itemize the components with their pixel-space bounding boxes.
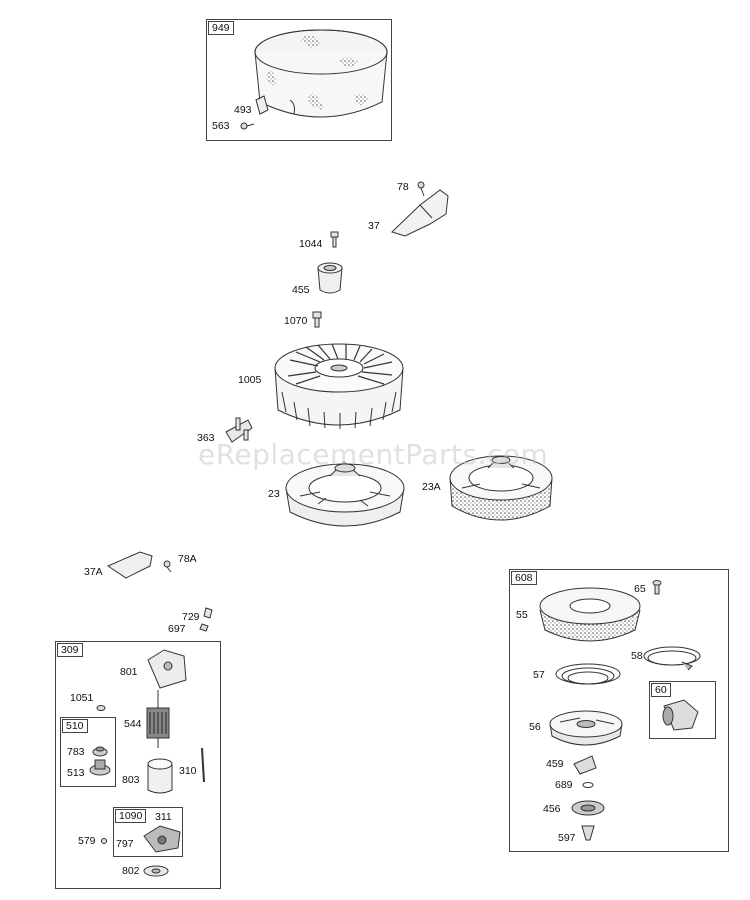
part-label-37: 37 bbox=[368, 220, 380, 232]
part-label-493: 493 bbox=[234, 104, 252, 116]
part-label-1051: 1051 bbox=[70, 692, 94, 704]
part-label-563: 563 bbox=[212, 120, 230, 132]
part-label-579: 579 bbox=[78, 835, 96, 847]
air-filter-949 bbox=[254, 29, 388, 118]
part-label-57: 57 bbox=[533, 669, 545, 681]
rope-58 bbox=[643, 646, 701, 671]
bracket-363 bbox=[225, 417, 253, 443]
part-label-697: 697 bbox=[168, 623, 186, 635]
kit-box-1090 bbox=[113, 807, 183, 857]
part-label-801: 801 bbox=[120, 666, 138, 678]
part-label-363: 363 bbox=[197, 432, 215, 444]
starter-housing-55 bbox=[539, 587, 641, 642]
part-label-56: 56 bbox=[529, 721, 541, 733]
kit-box-949 bbox=[206, 19, 392, 141]
air-guide-37A bbox=[106, 551, 153, 579]
part-label-455: 455 bbox=[292, 284, 310, 296]
kit-number-510: 510 bbox=[62, 719, 88, 733]
part-label-803: 803 bbox=[122, 774, 140, 786]
washer-1051 bbox=[96, 705, 106, 711]
kit-number-309: 309 bbox=[57, 643, 83, 657]
gear-783 bbox=[92, 746, 108, 757]
end-plate-311 bbox=[143, 825, 181, 853]
part-label-78A: 78A bbox=[178, 553, 197, 565]
part-label-1070: 1070 bbox=[284, 315, 308, 327]
kit-box-309 bbox=[55, 641, 221, 889]
housing-803 bbox=[147, 758, 173, 794]
kit-box-60 bbox=[649, 681, 716, 739]
part-label-37A: 37A bbox=[84, 566, 103, 578]
flywheel-23A bbox=[449, 455, 553, 521]
spring-689 bbox=[582, 782, 594, 788]
retainer-456 bbox=[571, 800, 605, 816]
screw-597 bbox=[581, 825, 595, 841]
part-label-729: 729 bbox=[182, 611, 200, 623]
part-label-58: 58 bbox=[631, 650, 643, 662]
part-label-65: 65 bbox=[634, 583, 646, 595]
bolt-65 bbox=[652, 580, 662, 595]
part-label-544: 544 bbox=[124, 718, 142, 730]
screw-563 bbox=[240, 122, 255, 130]
flywheel-fan-1005 bbox=[274, 343, 404, 429]
screw-78 bbox=[417, 181, 425, 197]
bolt-310 bbox=[201, 747, 205, 783]
kit-box-510 bbox=[60, 717, 116, 787]
part-label-802: 802 bbox=[122, 865, 140, 877]
nut-579 bbox=[101, 838, 107, 844]
kit-number-1090: 1090 bbox=[115, 809, 147, 823]
cup-455 bbox=[317, 262, 343, 294]
part-label-23A: 23A bbox=[422, 481, 441, 493]
plate-802 bbox=[143, 865, 169, 877]
part-label-513: 513 bbox=[67, 767, 85, 779]
kit-number-60: 60 bbox=[651, 683, 671, 697]
part-label-689: 689 bbox=[555, 779, 573, 791]
part-label-597: 597 bbox=[558, 832, 576, 844]
handle-60 bbox=[662, 699, 699, 731]
screw-1044 bbox=[330, 231, 339, 248]
part-label-456: 456 bbox=[543, 803, 561, 815]
pulley-56 bbox=[549, 710, 623, 746]
armature-544 bbox=[146, 690, 170, 748]
terminal-729 bbox=[203, 607, 213, 619]
end-cap-801 bbox=[147, 649, 187, 689]
part-label-55: 55 bbox=[516, 609, 528, 621]
part-label-797: 797 bbox=[116, 838, 134, 850]
pinion-513 bbox=[89, 759, 111, 776]
kit-number-949: 949 bbox=[208, 21, 234, 35]
part-label-78: 78 bbox=[397, 181, 409, 193]
kit-number-608: 608 bbox=[511, 571, 537, 585]
part-label-310: 310 bbox=[179, 765, 197, 777]
spring-57 bbox=[555, 663, 621, 685]
part-label-311: 311 bbox=[155, 811, 172, 823]
part-label-1044: 1044 bbox=[299, 238, 323, 250]
filter-clip-493 bbox=[255, 95, 269, 115]
kit-box-608 bbox=[509, 569, 729, 852]
watermark: eReplacementParts.com bbox=[198, 438, 549, 471]
screw-78A bbox=[163, 560, 172, 573]
part-label-23: 23 bbox=[268, 488, 280, 500]
nut-1070 bbox=[312, 311, 322, 328]
clip-697 bbox=[199, 623, 209, 632]
part-label-1005: 1005 bbox=[238, 374, 262, 386]
flywheel-23 bbox=[285, 461, 405, 527]
dog-459 bbox=[573, 755, 597, 775]
part-label-783: 783 bbox=[67, 746, 85, 758]
air-guide-37 bbox=[391, 189, 449, 237]
part-label-459: 459 bbox=[546, 758, 564, 770]
